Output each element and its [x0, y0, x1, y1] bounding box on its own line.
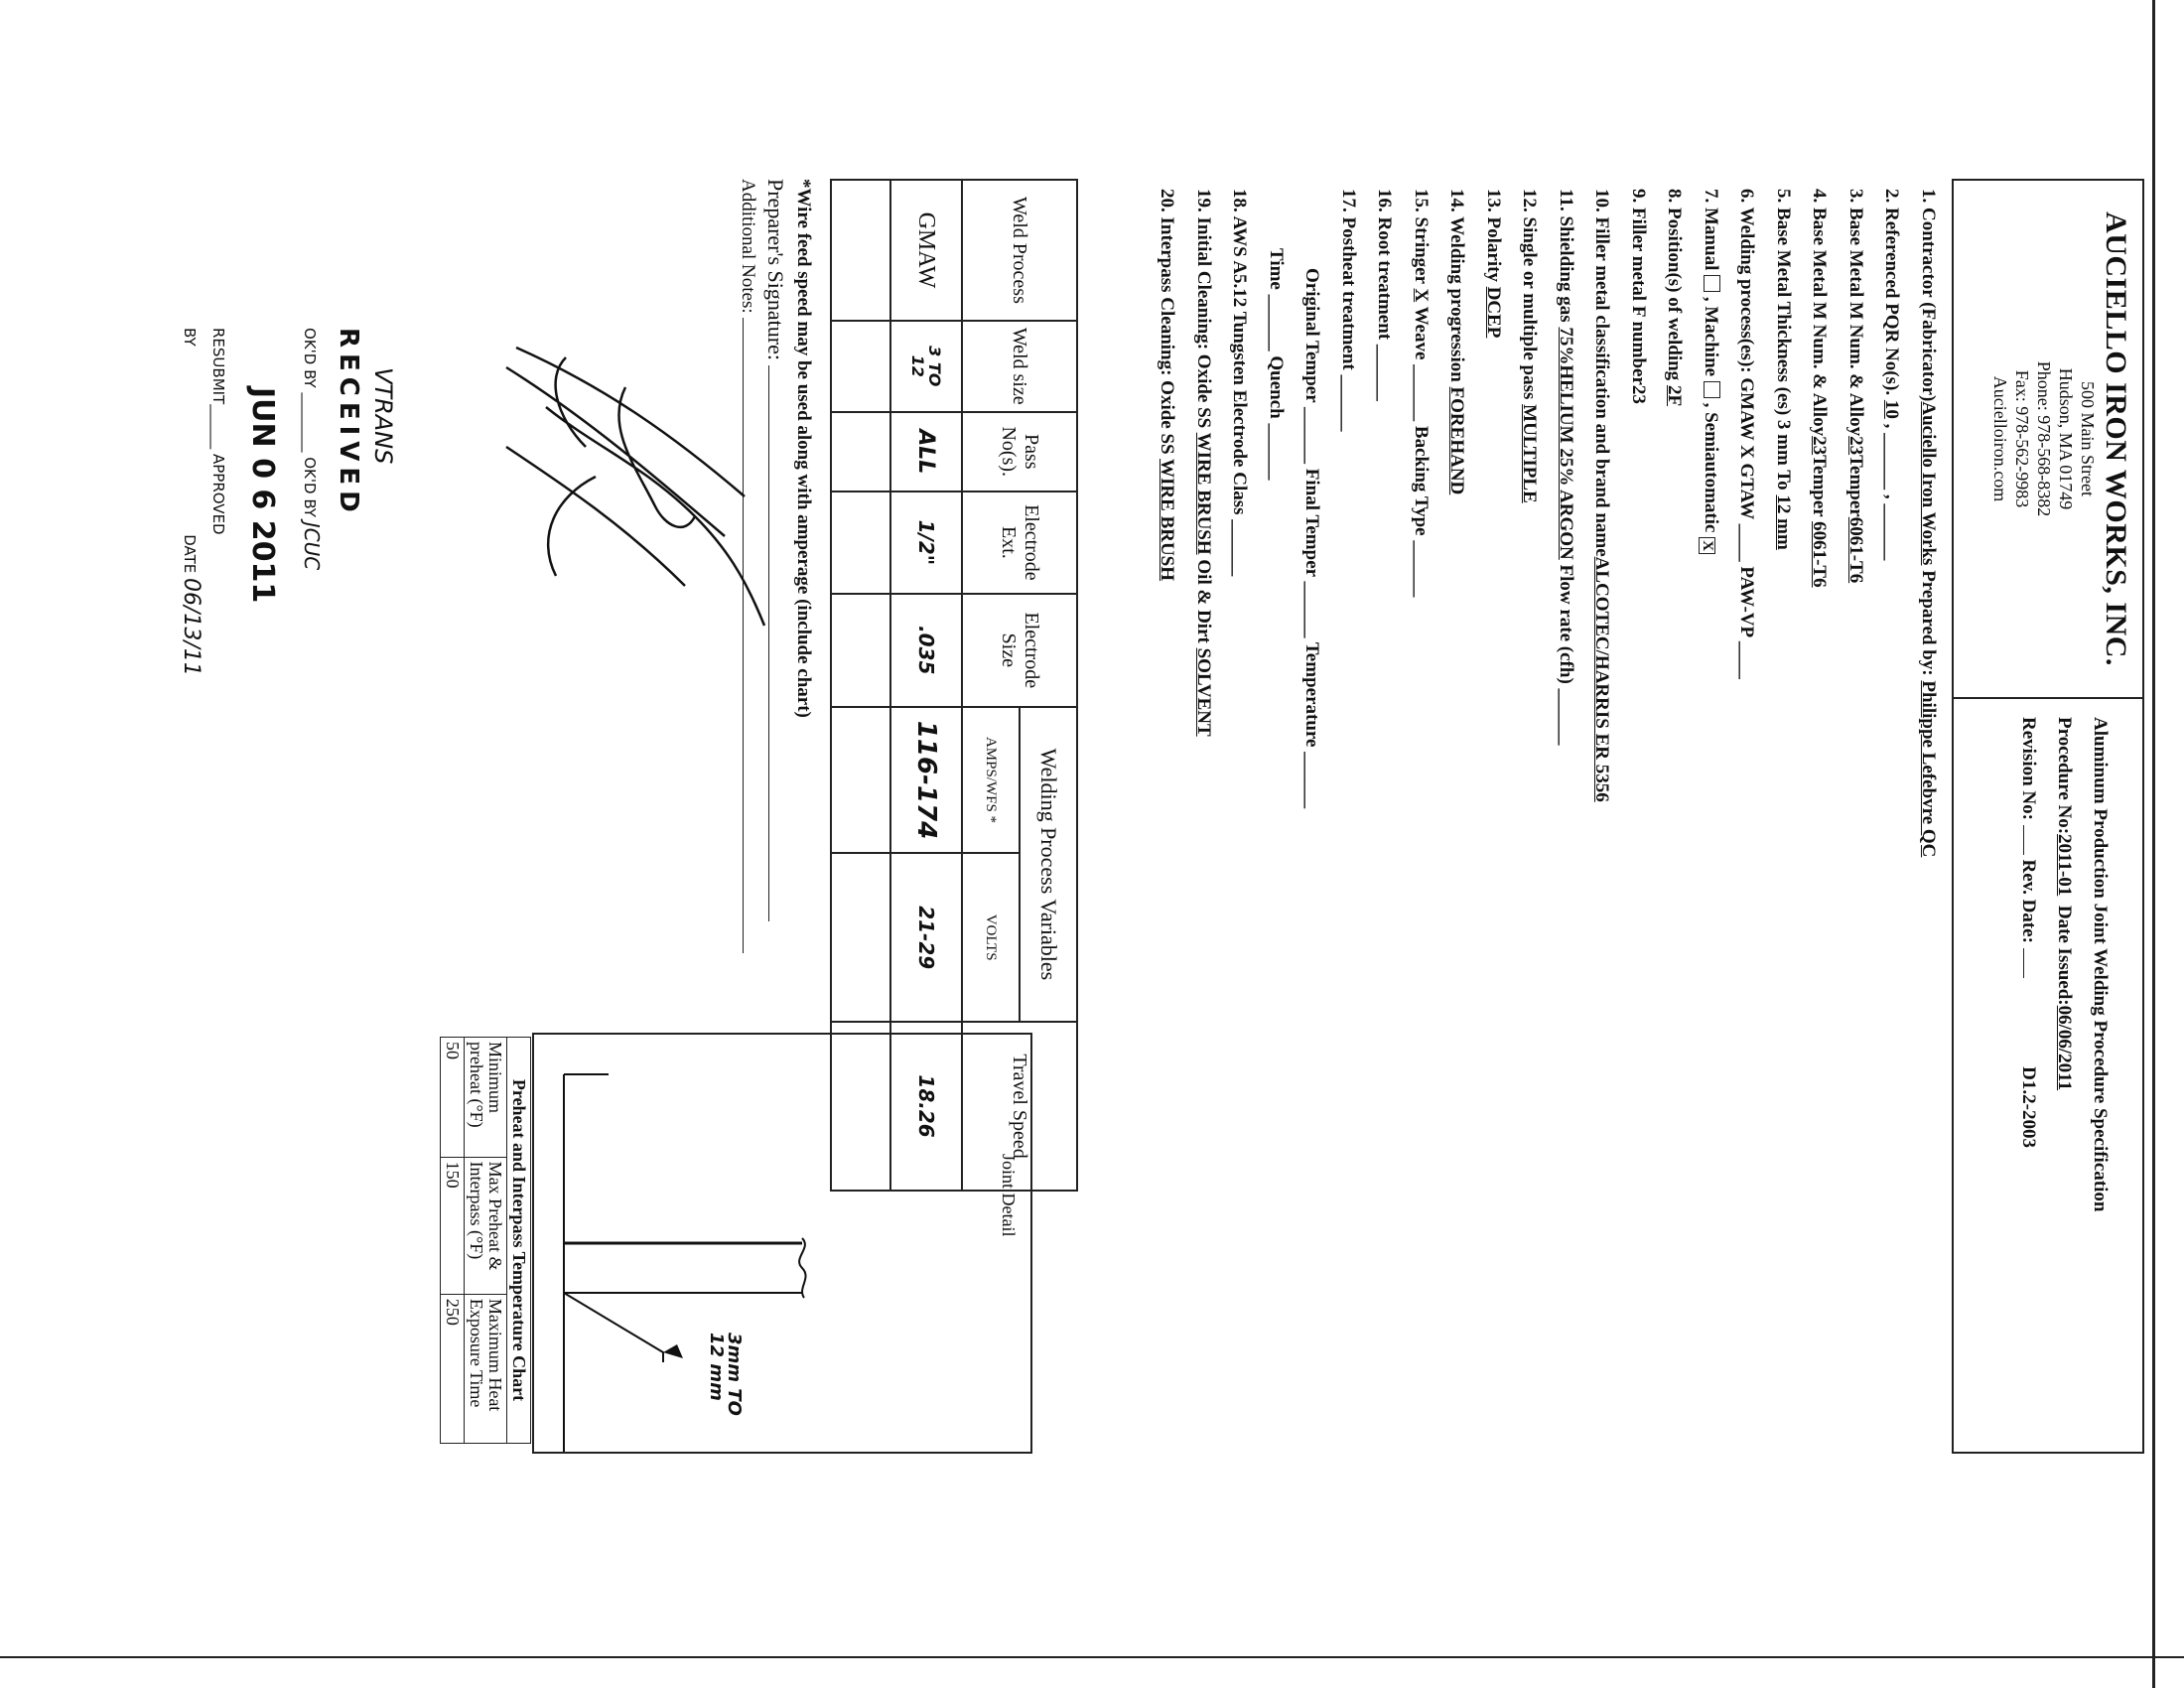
- empty-cell: [831, 706, 890, 854]
- item-15: 15. Stringer X Weave ______ Backing Type…: [1411, 189, 1432, 598]
- spec-revision-row: Revision No: Rev. Date: D1.2-2003: [2017, 717, 2039, 1442]
- empty-cell: [831, 320, 890, 412]
- item-20: 20. Interpass Cleaning: Oxide SS WIRE BR…: [1157, 189, 1178, 582]
- item-8: 8. Position(s) of welding 2F: [1664, 189, 1686, 407]
- preheat-value-min: 50: [440, 1037, 465, 1158]
- company-city: Hudson, MA 01749: [2056, 367, 2076, 510]
- scan-edge-right: [2152, 0, 2155, 1688]
- cell-pass-nos: ALL: [890, 411, 962, 492]
- item-7: 7. Manual , Machine , Semiautomatic X: [1693, 189, 1729, 1460]
- cell-electrode-ext: 1/2": [890, 491, 962, 594]
- header-electrode-size: Electrode Size: [962, 593, 1077, 707]
- stamp-resubmit-row: RESUBMIT______ APPROVED: [209, 328, 227, 535]
- preheat-chart-title: Preheat and Interpass Temperature Chart: [506, 1037, 531, 1444]
- stamp-okd-initials: JCUC: [300, 521, 324, 571]
- item-9: 9. Filler metal F number23: [1628, 189, 1649, 404]
- procedure-label: Procedure No:: [2054, 717, 2075, 835]
- item-12: 12. Single or multiple pass MULTIPLE: [1519, 189, 1541, 503]
- item-17-time: Time ______ Quench ______: [1266, 248, 1287, 481]
- empty-cell: [831, 491, 890, 594]
- item-11: 11. Shielding gas 75%HELIUM 25% ARGON Fl…: [1556, 189, 1576, 746]
- header-process-variables: Welding Process Variables: [1020, 706, 1077, 1023]
- item-10: 10. Filler metal classification and bran…: [1591, 189, 1613, 802]
- stamp-okd-by: OK'D BY ________ OK'D BY: [301, 328, 319, 517]
- joint-annotation-bottom: 12 mm: [706, 1333, 727, 1401]
- spec-block: Aluminum Production Joint Welding Proced…: [2017, 717, 2111, 1442]
- handwritten-signature: [505, 346, 766, 627]
- company-block: AUCIELLO IRON WORKS, INC. 500 Main Stree…: [1989, 191, 2132, 687]
- stamp-date-value: 06/13/11: [179, 578, 204, 676]
- revision-label: Revision No:: [2018, 717, 2039, 820]
- rev-date-label: Rev. Date:: [2018, 859, 2039, 943]
- item-17-temper: Original Temper ______ Final Temper ____…: [1301, 268, 1323, 809]
- company-phone: Phone: 978-568-8382: [2034, 360, 2054, 517]
- stamp-by: BY: [181, 328, 199, 347]
- header-amps-wfs: AMPS/WFS *: [962, 706, 1020, 854]
- semiautomatic-checkbox-checked: X: [1699, 537, 1715, 555]
- cell-weld-process: GMAW: [890, 180, 962, 321]
- scan-edge-bottom: [0, 1656, 2184, 1658]
- company-web: Aucielloiron.com: [1990, 375, 2010, 502]
- item-4: 4. Base Metal M Num. & Alloy23Temper 606…: [1809, 189, 1831, 588]
- empty-cell: [831, 853, 890, 1023]
- stamp-date-label: DATE: [181, 534, 199, 574]
- spec-procedure-row: Procedure No:2011-01 Date Issued:06/06/2…: [2053, 717, 2075, 1442]
- joint-detail-box: Joint Detail 3mm TO 12 mm: [532, 1033, 1032, 1454]
- preheat-value-time: 250: [440, 1294, 465, 1444]
- item-14: 14. Welding progression FOREHAND: [1446, 189, 1468, 495]
- machine-checkbox: [1704, 380, 1720, 398]
- cell-amps: 116-174: [890, 706, 962, 854]
- item-6: 6. Welding process(es): GMAW X GTAW ____…: [1736, 189, 1758, 679]
- date-issued: 06/06/2011: [2054, 1005, 2075, 1091]
- stamp-received: RECEIVED: [334, 328, 363, 518]
- header-volts: VOLTS: [962, 853, 1020, 1023]
- empty-cell: [831, 593, 890, 707]
- stamp-okd-row: OK'D BY ________ OK'D BY JCUC: [300, 328, 324, 1023]
- header-weld-size: Weld size: [962, 320, 1077, 412]
- item-5: 5. Base Metal Thickness (es) 3 mm To 12 …: [1773, 189, 1794, 550]
- standard-code: D1.2-2003: [2018, 1066, 2039, 1148]
- item-2: 2. Referenced PQR No(s). 10 , ______ , _…: [1881, 189, 1903, 561]
- procedure-number: 2011-01: [2054, 834, 2075, 897]
- joint-annotation-top: 3mm TO: [724, 1333, 745, 1416]
- item-13: 13. Polarity DCEP: [1483, 189, 1504, 339]
- preheat-interpass-chart: Preheat and Interpass Temperature Chart …: [440, 1037, 531, 1444]
- approval-stamp: VTRANS RECEIVED OK'D BY ________ OK'D BY…: [179, 328, 397, 1023]
- empty-cell: [831, 411, 890, 492]
- spec-title: Aluminum Production Joint Welding Proced…: [2090, 717, 2111, 1212]
- stamp-by-row: BY DATE 06/13/11: [179, 328, 204, 1023]
- company-fax: Fax: 978-562-9983: [2012, 369, 2032, 508]
- preheat-header-min: Minimum preheat (°F): [464, 1037, 507, 1158]
- preheat-header-max: Max Preheat & Interpass (°F): [464, 1157, 507, 1295]
- stamp-handwritten-note: VTRANS: [369, 367, 397, 465]
- item-1: 1. Contractor (Fabricator)Auciello Iron …: [1918, 189, 1939, 858]
- company-name: AUCIELLO IRON WORKS, INC.: [2100, 211, 2132, 666]
- preheat-header-time: Maximum Heat Exposure Time: [464, 1294, 507, 1444]
- additional-notes-label: Additional Notes:: [738, 179, 758, 314]
- empty-cell: [831, 180, 890, 321]
- header-box: AUCIELLO IRON WORKS, INC. 500 Main Stree…: [1952, 179, 2144, 1454]
- header-weld-process: Weld Process: [962, 180, 1077, 321]
- stamp-date: JUN 0 6 2011: [245, 387, 280, 604]
- item-3: 3. Base Metal M Num. & Alloy23Temper6061…: [1845, 189, 1866, 584]
- manual-checkbox: [1704, 275, 1720, 293]
- item-17: 17. Postheat treatment ______: [1338, 189, 1359, 432]
- item-19: 19. Initial Cleaning: Oxide SS WIRE BRUS…: [1193, 189, 1214, 737]
- company-address: 500 Main Street: [2078, 381, 2098, 496]
- date-issued-label: Date Issued:: [2054, 905, 2075, 1006]
- item-16: 16. Root treatment ______: [1374, 189, 1396, 401]
- cell-electrode-size: .035: [890, 593, 962, 707]
- preheat-value-max: 150: [440, 1157, 465, 1295]
- header-pass-nos: Pass No(s).: [962, 411, 1077, 492]
- item-18: 18. AWS A5.12 Tungsten Electrode Class _…: [1229, 189, 1251, 577]
- procedure-items: 1. Contractor (Fabricator)Auciello Iron …: [1149, 189, 1946, 1460]
- header-divider: [1954, 697, 2142, 699]
- cell-volts: 21-29: [890, 853, 962, 1023]
- joint-diagram: [563, 1073, 807, 1452]
- header-electrode-ext: Electrode Ext.: [962, 491, 1077, 594]
- joint-annotation: 3mm TO 12 mm: [706, 1333, 745, 1416]
